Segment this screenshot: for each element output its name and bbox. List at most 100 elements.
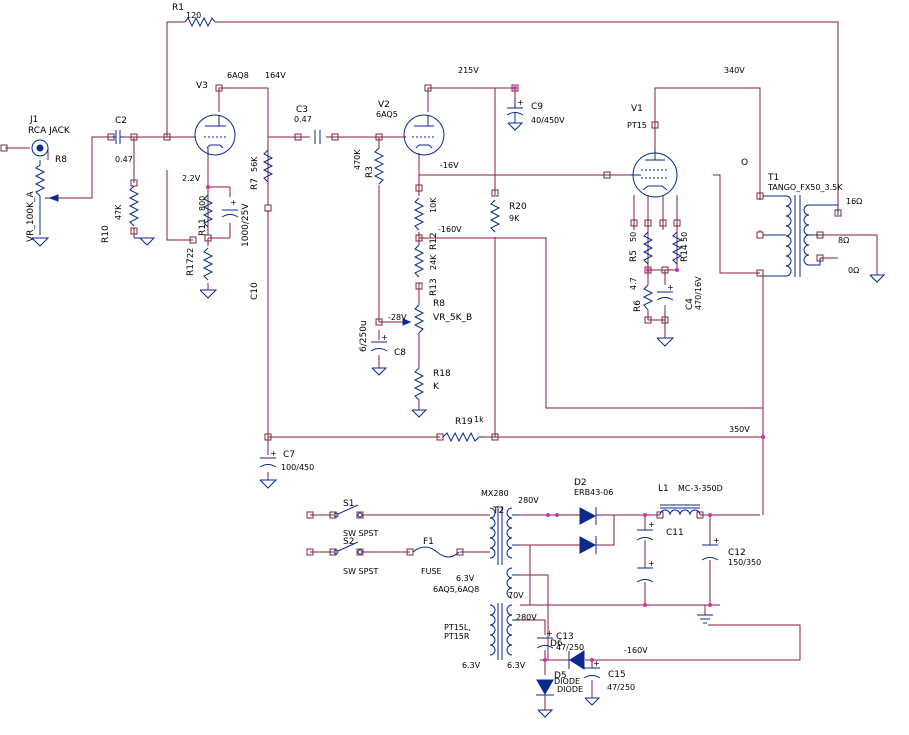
label-r19-value: 1k <box>474 415 484 424</box>
label-r8a-ref: R8 <box>55 155 67 165</box>
inductor-l1 <box>659 504 701 516</box>
label-r10-ref: R10 <box>101 225 111 243</box>
label-fil3: 6.3V <box>462 661 481 670</box>
resistor-r1 <box>184 16 216 28</box>
label-c3-ref: C3 <box>296 105 308 115</box>
rca-jack-j1 <box>31 139 49 157</box>
transformer-t2 <box>489 506 520 660</box>
label-voltage-minus-160b: -160V <box>624 646 648 655</box>
label-d2-value: ERB43-06 <box>574 488 613 497</box>
label-tap-0ohm: 0Ω <box>848 266 859 275</box>
label-t2-value: MX280 <box>481 489 509 498</box>
label-voltage-minus-160a: -160V <box>438 225 462 234</box>
label-c13-value: 47/250 <box>556 643 584 652</box>
label-t1-value: TANGO_FX50_3.5K <box>767 183 843 192</box>
svg-text:+: + <box>270 449 277 458</box>
switch-s1 <box>333 504 363 518</box>
label-voltage-minus-16: -16V <box>440 161 459 170</box>
capacitor-c3 <box>314 130 321 144</box>
label-f1-value: FUSE <box>421 567 442 576</box>
label-c9-value: 40/450V <box>531 116 565 125</box>
label-l1-ref: L1 <box>658 484 669 494</box>
label-d6-value: DIODE <box>554 677 580 686</box>
label-t1-ref: T1 <box>767 173 779 183</box>
label-r12-value: 24K <box>429 254 438 270</box>
svg-text:+: + <box>648 520 655 529</box>
resistor-r6 <box>642 284 654 311</box>
label-voltage-215: 215V <box>458 66 479 75</box>
label-c11-ref: C11 <box>666 528 684 538</box>
capacitor-c4: + <box>656 283 675 347</box>
label-r11-ref: R11 <box>198 218 208 236</box>
resistor-r5 <box>642 231 654 265</box>
label-c4-value: 470/16V <box>694 276 703 310</box>
resistor-r14 <box>671 231 683 265</box>
resistor-r18 <box>411 367 428 418</box>
label-r8b-value: VR_5K_B <box>433 313 472 323</box>
label-v3-value: 6AQ8 <box>227 71 249 80</box>
resistor-r17 <box>199 247 218 299</box>
label-c15-value: 47/250 <box>607 683 635 692</box>
label-s2-value: SW SPST <box>343 567 379 576</box>
label-fil2: PT15L, <box>444 623 471 632</box>
label-s1-ref: S1 <box>343 499 354 509</box>
label-d2-ref: D2 <box>574 478 587 488</box>
resistor-r3 <box>373 147 385 185</box>
label-r8b-ref: R8 <box>433 299 445 309</box>
label-r5-ref: R5 <box>629 250 639 262</box>
capacitor-c9: + <box>506 98 524 131</box>
label-r8a-value: VR_100K_A <box>26 191 36 242</box>
label-s1-value: SW SPST <box>343 529 379 538</box>
label-r1-ref: R1 <box>172 3 184 13</box>
resistor-r20 <box>489 199 501 233</box>
label-r3-value: 470K <box>353 149 362 170</box>
label-r18-value: K <box>433 382 440 392</box>
label-c7-value: 100/450 <box>281 463 314 472</box>
label-v1-value: PT15 <box>627 121 647 130</box>
capacitor-c11: + + <box>636 520 655 583</box>
label-voltage-minus-28: -28V <box>388 313 407 322</box>
label-r18-ref: R18 <box>433 369 451 379</box>
junctions <box>206 86 765 662</box>
switch-s2 <box>333 541 363 555</box>
label-c12-ref: C12 <box>728 548 746 558</box>
resistor-r7 <box>262 149 274 183</box>
label-d6-ref: D6 <box>550 639 563 649</box>
tube-v1 <box>630 150 678 198</box>
label-c7-ref: C7 <box>283 450 295 460</box>
label-j1-value: RCA JACK <box>28 126 71 136</box>
label-j1-ref: J1 <box>29 115 38 125</box>
label-fil1: 6.3V <box>456 574 475 583</box>
label-tap-16ohm: 16Ω <box>846 197 862 206</box>
label-r7-ref: R7 <box>250 178 260 190</box>
label-v3-ref: V3 <box>196 81 208 91</box>
diode-d6 <box>568 650 585 670</box>
label-voltage-2v2: 2.2V <box>182 174 201 183</box>
svg-text:+: + <box>381 333 388 342</box>
potentiometer-r8-bias <box>402 304 425 334</box>
label-voltage-350: 350V <box>729 425 750 434</box>
resistor-r19 <box>442 431 484 443</box>
label-c4-ref: C4 <box>685 298 695 310</box>
label-c2-ref: C2 <box>115 116 127 126</box>
label-r-10k-value: 10K <box>429 197 438 213</box>
resistor-10k <box>413 197 425 231</box>
label-voltage-164: 164V <box>265 71 286 80</box>
label-v2-value: 6AQ5 <box>376 110 398 119</box>
resistor-r11 <box>202 194 214 228</box>
label-r14-value: 50 <box>680 232 689 242</box>
label-r20-value: 9K <box>509 214 520 223</box>
capacitor-c2 <box>112 130 124 144</box>
label-d5-value: DIODE <box>557 685 583 694</box>
label-r1-value: 120 <box>186 11 201 20</box>
label-voltage-280b: 280V <box>516 613 537 622</box>
label-r17-ref: R17 <box>186 258 196 276</box>
label-v2-ref: V2 <box>378 100 390 110</box>
tube-v3 <box>194 114 236 156</box>
chassis-ground <box>697 614 713 624</box>
svg-text:+: + <box>713 536 720 545</box>
label-c13-ref: C13 <box>556 632 574 642</box>
label-fil2b: PT15R <box>444 632 470 641</box>
label-voltage-280a: 280V <box>518 496 539 505</box>
